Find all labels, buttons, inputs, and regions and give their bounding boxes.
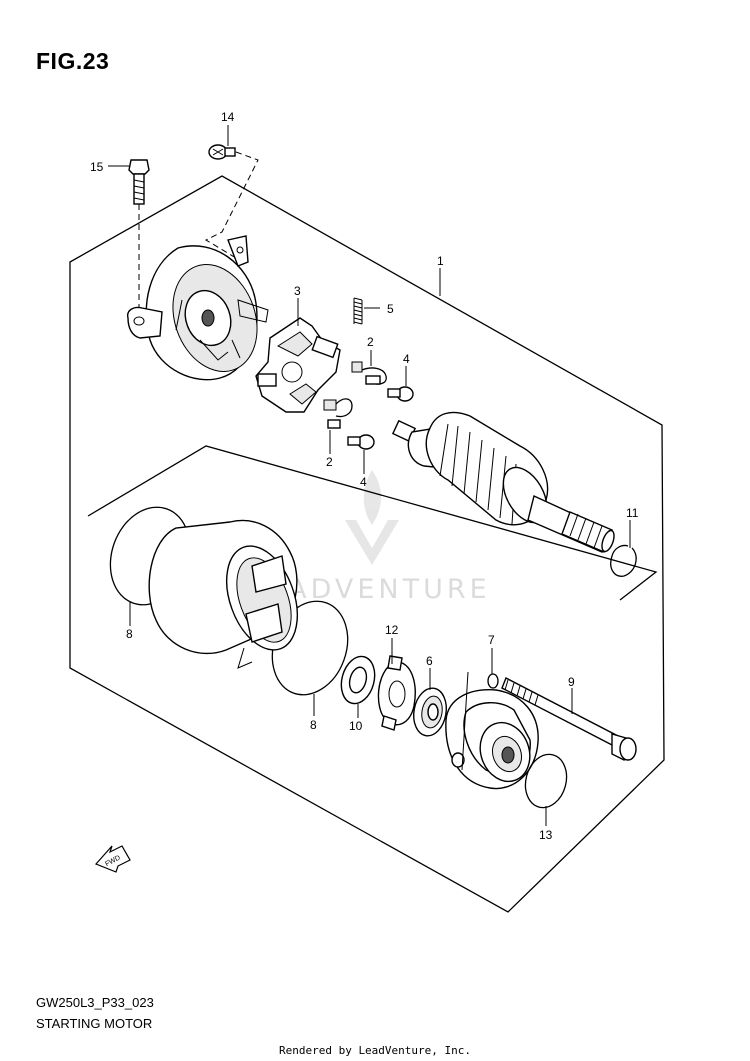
yoke-group-outline (87, 445, 658, 601)
brush-holder-3 (255, 317, 341, 413)
yoke (148, 519, 298, 669)
washer-10 (340, 655, 376, 705)
callout-5: 5 (387, 302, 394, 316)
callout-11: 11 (626, 506, 639, 520)
footer-credit: Rendered by LeadVenture, Inc. (278, 1044, 472, 1057)
callout-4-lower: 4 (360, 475, 367, 489)
callout-4-upper: 4 (403, 352, 410, 366)
callout-3: 3 (294, 284, 301, 298)
callout-1: 1 (437, 254, 444, 268)
screw-4-upper (387, 386, 414, 402)
lock-plate-12 (377, 655, 416, 731)
bolt-15 (128, 159, 150, 310)
oil-seal-6 (413, 687, 447, 737)
callout-15: 15 (90, 160, 104, 174)
armature (391, 411, 615, 553)
callout-8-left: 8 (126, 627, 133, 641)
callout-12: 12 (385, 623, 399, 637)
callout-9: 9 (568, 675, 575, 689)
front-bracket (445, 671, 539, 790)
callout-14: 14 (221, 110, 235, 124)
fwd-arrow-icon: FWD (94, 845, 131, 873)
o-ring-13 (524, 753, 568, 809)
callout-numbers: 14 15 1 3 5 2 4 2 4 11 8 12 7 6 9 10 8 1… (90, 110, 639, 842)
bolt-9 (501, 677, 637, 761)
diagram-caption: STARTING MOTOR (36, 1016, 153, 1031)
o-ring-7 (487, 673, 499, 689)
callout-2-upper: 2 (367, 335, 374, 349)
screw-14 (204, 144, 259, 259)
figure-title: FIG.23 (36, 48, 110, 74)
spring-5 (353, 297, 363, 325)
rear-cover (127, 235, 269, 381)
callout-7: 7 (488, 633, 495, 647)
model-code: GW250L3_P33_023 (36, 995, 154, 1010)
circlip-11 (610, 544, 637, 577)
callout-2-lower: 2 (326, 455, 333, 469)
screw-4-lower (347, 434, 375, 450)
callout-13: 13 (539, 828, 553, 842)
brush-2-upper (351, 361, 387, 385)
leader-lines (108, 125, 631, 826)
assembly-outline (69, 175, 665, 913)
callout-8-right: 8 (310, 718, 317, 732)
callout-6: 6 (426, 654, 433, 668)
brush-2-lower (323, 398, 353, 429)
callout-10: 10 (349, 719, 363, 733)
